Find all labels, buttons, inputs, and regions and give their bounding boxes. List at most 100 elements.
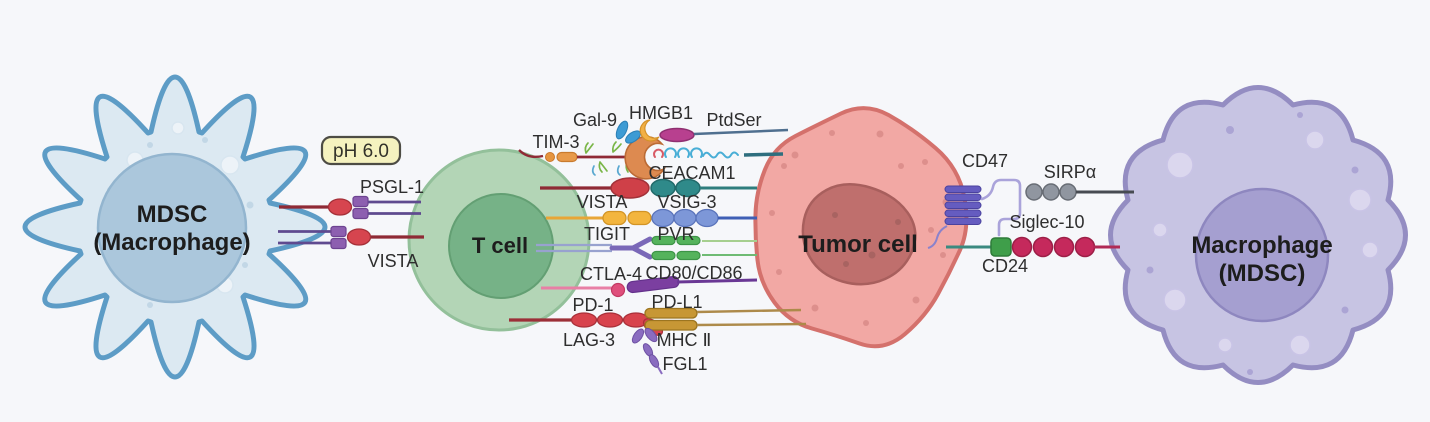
granule [1226, 126, 1234, 134]
fgl1-segment [644, 327, 658, 343]
granule [1146, 266, 1154, 274]
siglec10-label: Siglec-10 [1009, 212, 1084, 232]
lag3-mhc2-pair: PD-1 PD-L1 LAG-3 MHC Ⅱ FGL1 [509, 292, 807, 375]
speckle [922, 159, 928, 165]
glycan-squiggle [702, 151, 739, 159]
glycan [598, 161, 608, 173]
vsig3-label: VSIG-3 [657, 192, 716, 212]
lag3-label: LAG-3 [563, 330, 615, 350]
ctla4-domain [610, 282, 626, 298]
tcell-tumor-interactions: TIM-3 Gal-9 HMGB1 PtdSer CEACAM1 VISTA V… [509, 103, 807, 375]
mhc2-chain [644, 319, 698, 331]
fgl1-tail [657, 366, 663, 375]
psgl1-domain [330, 225, 347, 238]
cd24-label: CD24 [982, 256, 1028, 276]
pdl1-label: PD-L1 [651, 292, 702, 312]
ph-badge-text: pH 6.0 [333, 141, 389, 162]
granule [246, 201, 254, 209]
speckle [912, 296, 920, 304]
cd47-helix [944, 217, 982, 225]
cd47-helix [944, 201, 982, 209]
vista-domain [602, 210, 627, 226]
glycan-loop [664, 147, 677, 158]
tim3-label: TIM-3 [533, 132, 580, 152]
tumor-macrophage-interactions: CD47 SIRPα Siglec-10 CD24 [927, 151, 1134, 276]
glycan-anchor [743, 152, 784, 157]
siglec10-domain [1053, 236, 1075, 258]
cd47-helix [944, 209, 982, 217]
vista-left-label: VISTA [368, 251, 419, 271]
tumor-name: Tumor cell [798, 231, 918, 258]
ctla4-label: CTLA-4 [580, 264, 642, 284]
mhc2-chain [644, 307, 698, 319]
vesicle [1152, 222, 1168, 238]
vsig3-domain [695, 208, 719, 228]
speckle [769, 210, 775, 216]
fgl1-label: FGL1 [662, 354, 707, 374]
ctla4-cd80cd86-pair: CTLA-4 CD80/CD86 [541, 263, 758, 298]
tumor-cell: Tumor cell [753, 106, 969, 349]
speckle [781, 163, 787, 169]
vista-domain [346, 228, 372, 246]
siglec10-domain [1011, 236, 1033, 258]
cd24-siglec10-pair: Siglec-10 CD24 [946, 212, 1120, 276]
sirpa-domain [1042, 183, 1060, 201]
tim3-pill [556, 151, 578, 163]
mdsc-nucleus [96, 152, 248, 304]
psgl1-domain [352, 207, 369, 220]
macrophage-cell: Macrophage (MDSC) [1108, 85, 1408, 385]
vesicle [1163, 288, 1187, 312]
mdsc-tcell-interactions: PSGL-1 VISTA [278, 177, 424, 271]
glycan [591, 165, 596, 176]
sirpa-domain [1025, 183, 1043, 201]
speckle [829, 130, 835, 136]
ceacam1-label: CEACAM1 [648, 163, 735, 183]
pd1-label: PD-1 [572, 295, 613, 315]
granule [242, 262, 248, 268]
vista-domain [327, 198, 353, 216]
speckle [843, 261, 849, 267]
hmgb1-label: HMGB1 [629, 103, 693, 123]
vista-vsig3-pair: VISTA VSIG-3 [546, 192, 757, 228]
lag3-domain [570, 312, 598, 328]
macrophage-vesicles [1152, 130, 1379, 356]
speckle [876, 130, 884, 138]
pvr-domain [651, 250, 676, 261]
fgl1-molecule [631, 327, 663, 375]
pvr-domain [676, 250, 701, 261]
speckle [868, 251, 876, 259]
vesicle [171, 121, 185, 135]
granule [1297, 112, 1303, 118]
glycan-loop [690, 147, 703, 158]
ptdser-label: PtdSer [706, 110, 761, 130]
tigit-fork [609, 236, 653, 260]
mhc2-label: MHC Ⅱ [657, 330, 712, 350]
vista-psgl1-pair [279, 195, 421, 220]
vista-domain [627, 210, 652, 226]
vesicle [1348, 188, 1372, 212]
ceacam1-pair: CEACAM1 [540, 163, 757, 199]
granule [1341, 306, 1349, 314]
psgl1-vista-pair [278, 225, 424, 250]
vesicle [1166, 151, 1194, 179]
glycan [616, 165, 621, 176]
glycan [584, 142, 594, 154]
tumor-nucleus-dots [832, 212, 901, 267]
t-cell-name: T cell [472, 233, 528, 258]
tumor-speckles [769, 130, 950, 326]
cd47-helix [944, 193, 982, 201]
siglec10-domain [1032, 236, 1054, 258]
receptor-domain [610, 177, 650, 199]
speckle [863, 320, 869, 326]
pvr-domain [651, 235, 676, 246]
psgl1-label: PSGL-1 [360, 177, 424, 197]
mhc2-stem [696, 322, 807, 327]
speckle [832, 212, 838, 218]
vesicle [1361, 241, 1379, 259]
mdsc-name-line2: (Macrophage) [93, 229, 250, 256]
fgl1-segment [648, 354, 660, 368]
tigit-label: TIGIT [584, 224, 630, 244]
tumor-nucleus [801, 183, 917, 286]
vesicle [220, 155, 240, 175]
